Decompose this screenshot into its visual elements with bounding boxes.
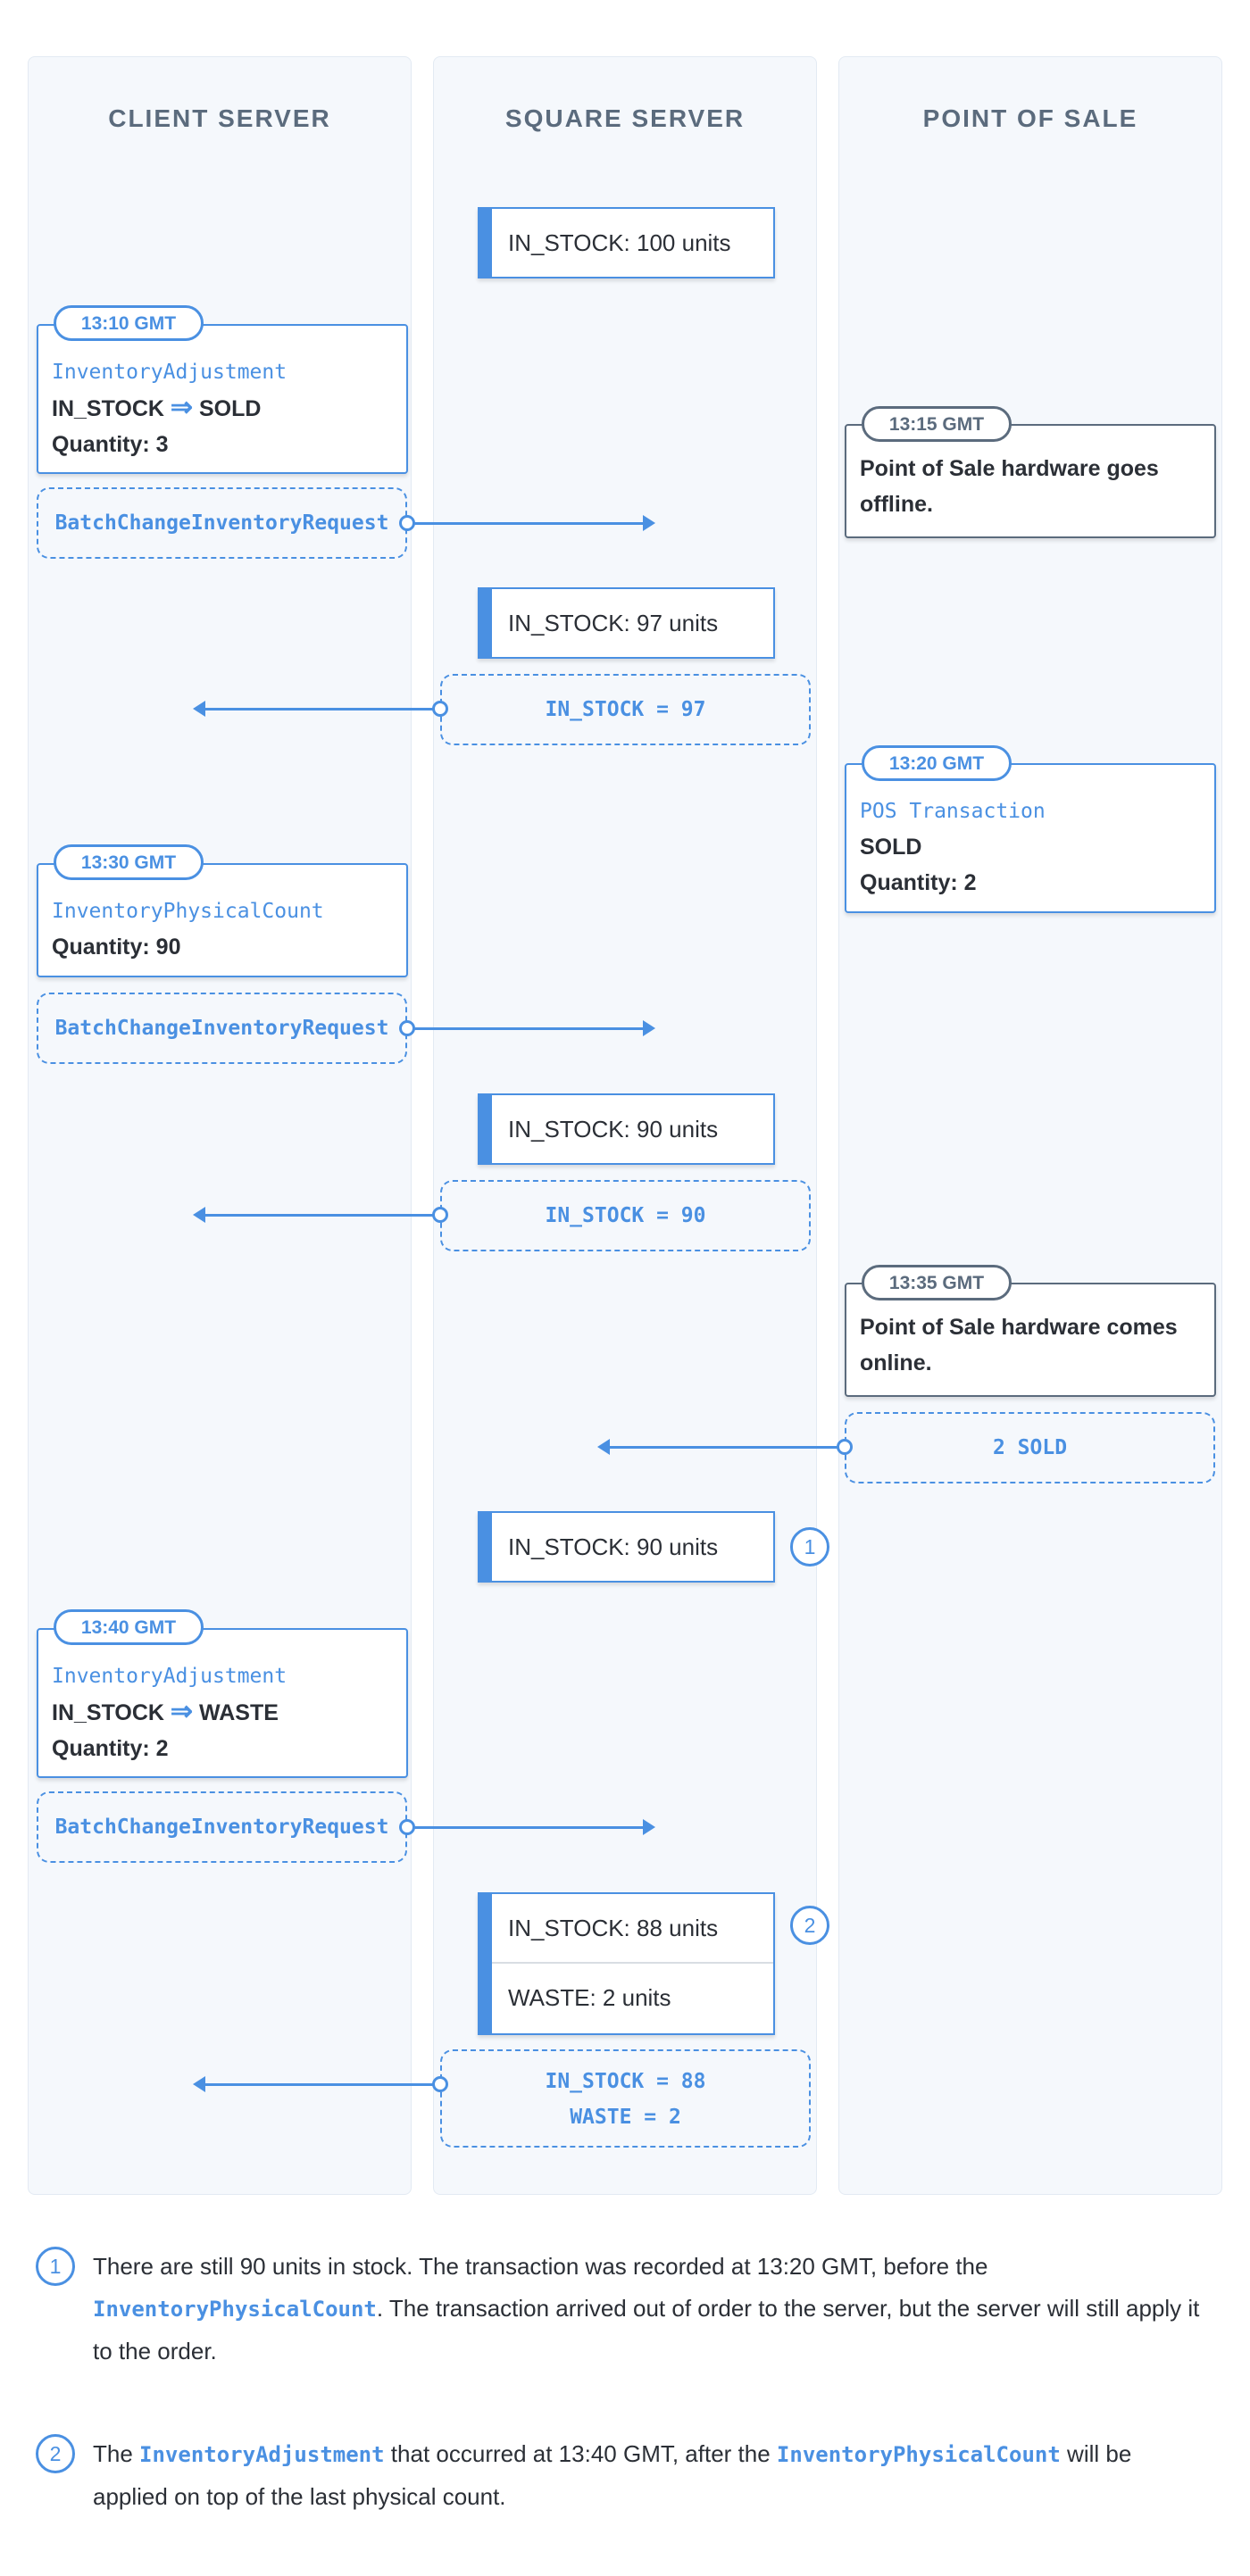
arrow-origin-dot: [399, 515, 415, 531]
request-arrow-line: [407, 1027, 648, 1030]
stock-state-text: IN_STOCK: 88 units: [508, 1915, 719, 1941]
response-line: IN_STOCK = 88: [545, 2070, 706, 2093]
arrow-origin-dot: [399, 1020, 415, 1036]
note-text: will be applied on top of the last physi…: [93, 2440, 1132, 2510]
event-state: SOLD: [860, 835, 922, 860]
note-text: that occurred at 13:40 GMT, after the: [384, 2440, 777, 2467]
request-arrow-line: [407, 1826, 648, 1829]
event-quantity: Quantity: 2: [52, 1736, 169, 1761]
event-description: Point of Sale hardware goes offline.: [860, 456, 1159, 517]
request-arrow-line: [407, 522, 648, 525]
pos-event-card: Point of Sale hardware goes offline.: [845, 424, 1216, 538]
marker-1-icon: 1: [790, 1527, 829, 1566]
arrow-head-right-icon: [643, 515, 655, 531]
time-badge: 13:15 GMT: [862, 406, 1012, 442]
stock-state-text: WASTE: 2 units: [492, 1962, 773, 2032]
event-type: POS Transaction: [860, 800, 1046, 823]
note-text: . The transaction arrived out of order t…: [93, 2295, 1200, 2364]
batch-change-request: BatchChangeInventoryRequest: [37, 487, 407, 559]
note-code: InventoryAdjustment: [139, 2442, 385, 2467]
stock-state-box: IN_STOCK: 100 units: [478, 207, 775, 278]
event-transition: IN_STOCK ⇒ WASTE: [52, 1694, 392, 1731]
time-badge: 13:10 GMT: [54, 305, 204, 341]
stock-state-text: IN_STOCK: 97 units: [508, 610, 719, 636]
square-server-title: SQUARE SERVER: [504, 104, 746, 132]
from-state: IN_STOCK: [52, 1700, 164, 1725]
from-state: IN_STOCK: [52, 396, 164, 421]
stock-state-text: IN_STOCK: 90 units: [508, 1533, 719, 1560]
arrow-origin-dot: [837, 1439, 853, 1455]
arrow-head-left-icon: [193, 701, 205, 717]
stock-state-box: IN_STOCK: 90 units: [478, 1093, 775, 1165]
event-type: InventoryAdjustment: [52, 361, 288, 384]
response-line: WASTE = 2: [570, 2106, 681, 2129]
batch-change-request: BatchChangeInventoryRequest: [37, 993, 407, 1064]
event-quantity: Quantity: 90: [52, 935, 181, 960]
event-type: InventoryPhysicalCount: [52, 900, 324, 923]
client-event-card: InventoryAdjustment IN_STOCK ⇒ SOLD Quan…: [37, 324, 408, 474]
event-quantity: Quantity: 2: [860, 870, 977, 895]
transition-arrow-icon: ⇒: [170, 1697, 194, 1726]
time-badge: 13:20 GMT: [862, 745, 1012, 781]
server-response: IN_STOCK = 88 WASTE = 2: [440, 2049, 811, 2148]
stock-state-box: IN_STOCK: 90 units: [478, 1511, 775, 1583]
time-badge: 13:30 GMT: [54, 844, 204, 880]
pos-sync-message: 2 SOLD: [845, 1412, 1215, 1483]
time-badge: 13:35 GMT: [862, 1265, 1012, 1300]
arrow-origin-dot: [432, 701, 448, 717]
note-1-icon: 1: [36, 2247, 75, 2286]
arrow-origin-dot: [432, 1207, 448, 1223]
point-of-sale-lane: [838, 56, 1222, 2195]
sync-arrow-line: [610, 1446, 845, 1449]
note-1-text: There are still 90 units in stock. The t…: [93, 2246, 1209, 2372]
note-code: InventoryPhysicalCount: [776, 2442, 1061, 2467]
response-arrow-line: [205, 1214, 440, 1217]
arrow-head-left-icon: [193, 2076, 205, 2092]
note-2-icon: 2: [36, 2434, 75, 2473]
event-description: Point of Sale hardware comes online.: [860, 1315, 1178, 1375]
arrow-origin-dot: [399, 1819, 415, 1835]
server-response: IN_STOCK = 90: [440, 1180, 811, 1251]
response-arrow-line: [205, 2083, 440, 2086]
note-text: There are still 90 units in stock. The t…: [93, 2253, 988, 2280]
time-badge: 13:40 GMT: [54, 1609, 204, 1645]
to-state: SOLD: [199, 396, 262, 421]
arrow-origin-dot: [432, 2076, 448, 2092]
stock-state-box: IN_STOCK: 88 units WASTE: 2 units: [478, 1892, 775, 2035]
marker-2-icon: 2: [790, 1906, 829, 1945]
client-event-card: InventoryAdjustment IN_STOCK ⇒ WASTE Qua…: [37, 1628, 408, 1778]
arrow-head-left-icon: [193, 1207, 205, 1223]
response-arrow-line: [205, 708, 440, 710]
stock-state-text: IN_STOCK: 90 units: [508, 1116, 719, 1143]
event-quantity: Quantity: 3: [52, 432, 169, 457]
note-text: The: [93, 2440, 140, 2467]
transition-arrow-icon: ⇒: [170, 393, 194, 422]
pos-event-card: Point of Sale hardware comes online.: [845, 1283, 1216, 1397]
batch-change-request: BatchChangeInventoryRequest: [37, 1791, 407, 1863]
server-response: IN_STOCK = 97: [440, 674, 811, 745]
note-2-text: The InventoryAdjustment that occurred at…: [93, 2433, 1209, 2518]
client-event-card: InventoryPhysicalCount Quantity: 90: [37, 863, 408, 977]
event-type: InventoryAdjustment: [52, 1665, 288, 1688]
pos-event-card: POS Transaction SOLD Quantity: 2: [845, 763, 1216, 913]
arrow-head-right-icon: [643, 1819, 655, 1835]
note-code: InventoryPhysicalCount: [93, 2297, 377, 2322]
stock-state-text: IN_STOCK: 100 units: [508, 229, 731, 256]
stock-state-box: IN_STOCK: 97 units: [478, 587, 775, 659]
event-transition: IN_STOCK ⇒ SOLD: [52, 390, 392, 427]
to-state: WASTE: [199, 1700, 279, 1725]
arrow-head-left-icon: [597, 1439, 610, 1455]
client-server-title: CLIENT SERVER: [108, 104, 331, 132]
point-of-sale-title: POINT OF SALE: [922, 104, 1138, 132]
arrow-head-right-icon: [643, 1020, 655, 1036]
